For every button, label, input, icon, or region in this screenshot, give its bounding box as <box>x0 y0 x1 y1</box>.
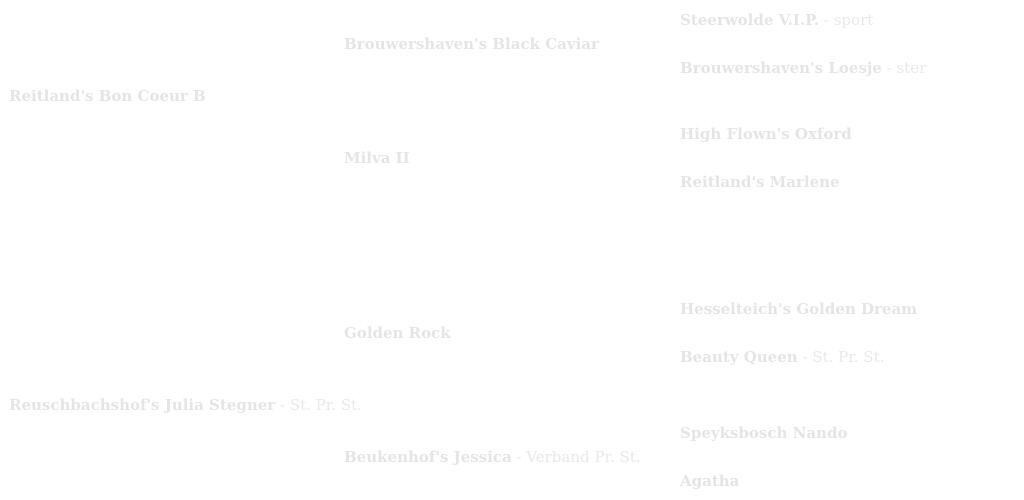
pedigree-entry-sire-sire: Brouwershaven's Black Caviar <box>344 34 599 54</box>
pedigree-entry-dam-dam: Beukenhof's Jessica - Verband Pr. St. <box>344 447 641 467</box>
pedigree-entry-sire-dam: Milva II <box>344 148 410 168</box>
horse-name-link[interactable]: Beauty Queen <box>680 348 798 366</box>
pedigree-entry-ggp-6: Beauty Queen - St. Pr. St. <box>680 347 884 367</box>
pedigree-entry-ggp-7: Speyksbosch Nando <box>680 423 847 443</box>
horse-name-link[interactable]: Reitland's Bon Coeur B <box>9 87 206 105</box>
title-separator: - <box>275 396 290 414</box>
horse-name-link[interactable]: Speyksbosch Nando <box>680 424 848 442</box>
horse-name-link[interactable]: Hesselteich's Golden Dream <box>680 300 918 318</box>
horse-name-link[interactable]: Steerwolde V.I.P. <box>680 11 820 29</box>
horse-name-link[interactable]: Golden Rock <box>344 324 451 342</box>
pedigree-entry-dam: Reuschbachshof's Julia Stegner - St. Pr.… <box>9 395 362 415</box>
horse-name-link[interactable]: High Flown's Oxford <box>680 125 852 143</box>
pedigree-entry-ggp-1: Steerwolde V.I.P. - sport <box>680 10 873 30</box>
title-separator: - <box>511 448 527 466</box>
title-separator: - <box>819 11 834 29</box>
horse-name-link[interactable]: Brouwershaven's Black Caviar <box>344 35 599 53</box>
horse-name-link[interactable]: Reuschbachshof's Julia Stegner <box>9 396 276 414</box>
horse-name-link[interactable]: Brouwershaven's Loesje <box>680 59 882 77</box>
title-separator: - <box>881 59 897 77</box>
horse-title: sport <box>833 11 874 29</box>
horse-name-link[interactable]: Reitland's Marlene <box>680 173 840 191</box>
pedigree-entry-ggp-5: Hesselteich's Golden Dream <box>680 299 917 319</box>
pedigree-entry-ggp-8: Agatha <box>680 471 739 491</box>
horse-name-link[interactable]: Beukenhof's Jessica <box>344 448 512 466</box>
horse-title: St. Pr. St. <box>812 348 885 366</box>
pedigree-entry-ggp-2: Brouwershaven's Loesje - ster <box>680 58 926 78</box>
horse-name-link[interactable]: Milva II <box>344 149 410 167</box>
pedigree-entry-ggp-4: Reitland's Marlene <box>680 172 840 192</box>
pedigree-entry-sire: Reitland's Bon Coeur B <box>9 86 206 106</box>
pedigree-entry-ggp-3: High Flown's Oxford <box>680 124 852 144</box>
title-separator: - <box>797 348 813 366</box>
horse-title: ster <box>896 59 927 77</box>
pedigree-entry-dam-sire: Golden Rock <box>344 323 451 343</box>
horse-title: St. Pr. St. <box>289 396 362 414</box>
horse-name-link[interactable]: Agatha <box>680 472 740 490</box>
horse-title: Verband Pr. St. <box>526 448 641 466</box>
